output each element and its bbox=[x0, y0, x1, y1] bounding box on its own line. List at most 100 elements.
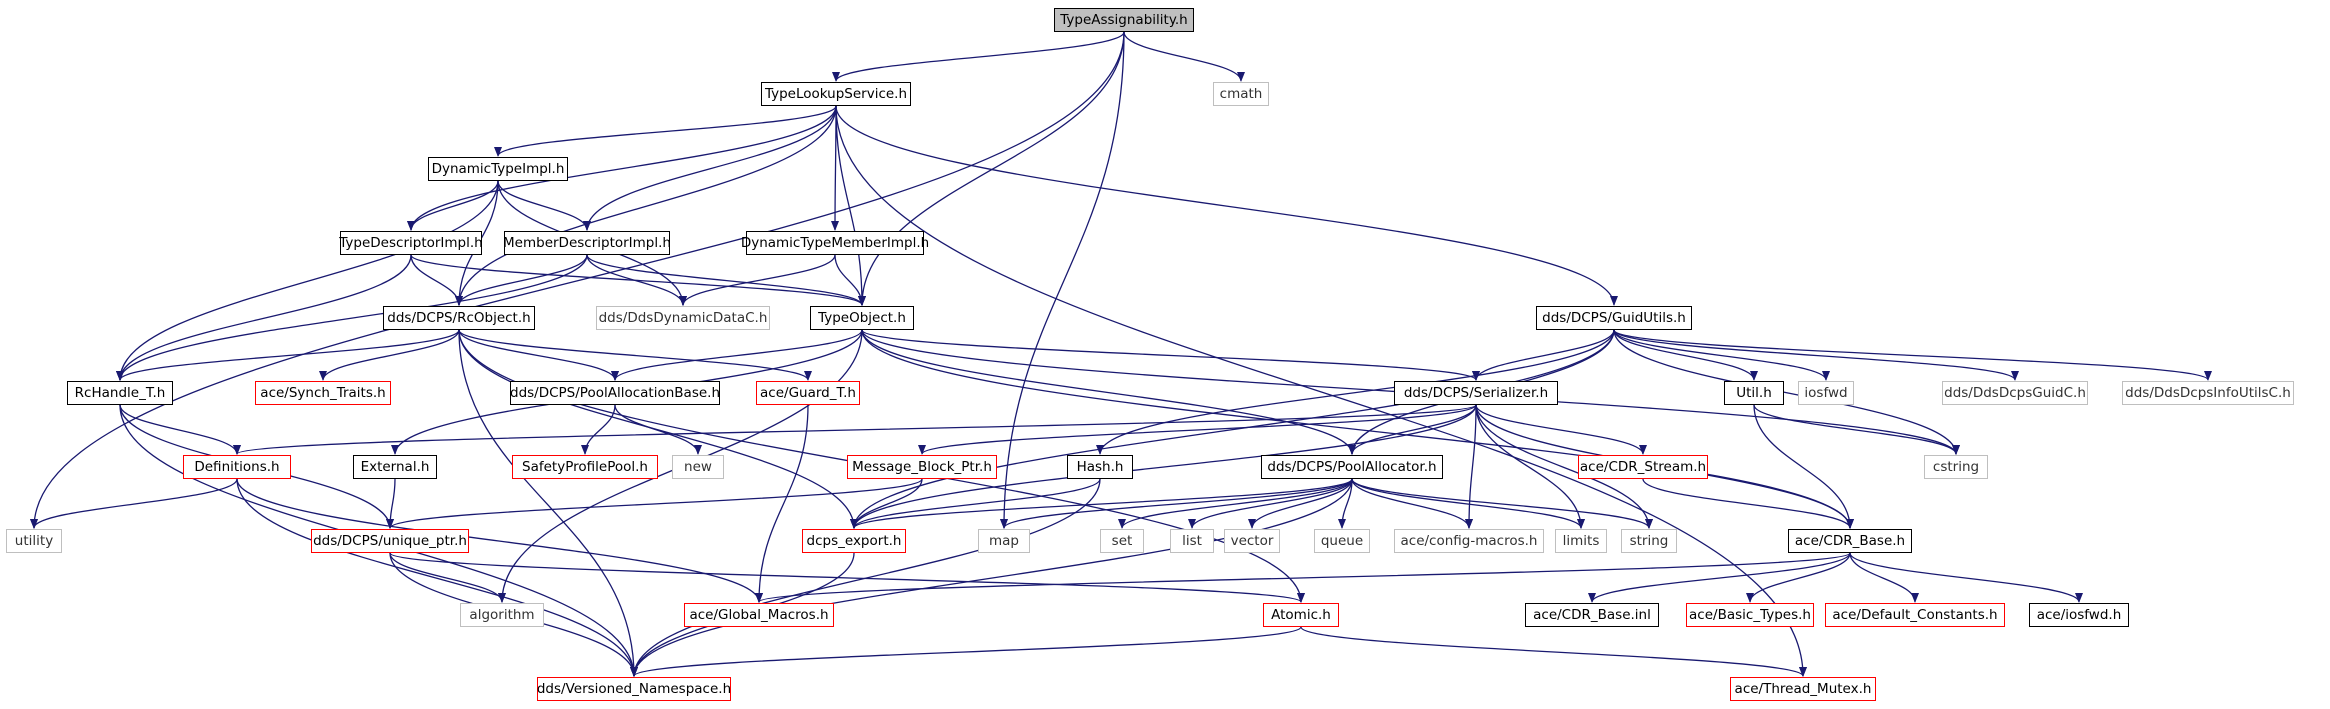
edge-serializer-to-poolallocator bbox=[1348, 404, 1477, 455]
edge-cdrstream-to-cdrbase bbox=[1642, 478, 1854, 529]
node-label: ace/CDR_Base.h bbox=[1794, 533, 1906, 549]
edge-dynamictypeimpl-to-memberdescriptorimpl bbox=[497, 180, 591, 231]
node-guardt[interactable]: ace/Guard_T.h bbox=[756, 381, 860, 405]
edge-dynamictypememberimpl-to-typeobject bbox=[834, 254, 866, 306]
node-queue: queue bbox=[1314, 529, 1370, 553]
edge-atomic-to-threadmutex bbox=[1300, 626, 1807, 677]
node-label: DynamicTypeImpl.h bbox=[431, 161, 565, 177]
edge-guidutils-to-iosfwd bbox=[1613, 329, 1830, 381]
edge-typelookupservice-to-guidutils bbox=[835, 105, 1618, 306]
node-label: limits bbox=[1562, 533, 1600, 549]
node-cdrstream[interactable]: ace/CDR_Stream.h bbox=[1578, 455, 1708, 479]
edge-cdrbase-to-aceiosfwd bbox=[1849, 552, 2083, 603]
node-externalh[interactable]: External.h bbox=[353, 455, 437, 479]
node-label: ace/Default_Constants.h bbox=[1832, 607, 1998, 623]
node-defaultconstants[interactable]: ace/Default_Constants.h bbox=[1825, 603, 2005, 627]
edge-rcobject-to-guardt bbox=[458, 329, 812, 381]
node-guidutils[interactable]: dds/DCPS/GuidUtils.h bbox=[1536, 306, 1692, 330]
edge-poolallocationbase-to-new bbox=[614, 404, 702, 455]
node-ddsdcpsinfoutilsc: dds/DdsDcpsInfoUtilsC.h bbox=[2122, 381, 2294, 405]
edge-dynamictypeimpl-to-rchandle bbox=[116, 180, 499, 381]
node-threadmutex[interactable]: ace/Thread_Mutex.h bbox=[1730, 677, 1876, 701]
node-iosfwd: iosfwd bbox=[1798, 381, 1854, 405]
node-dynamictypeimpl[interactable]: DynamicTypeImpl.h bbox=[428, 157, 568, 181]
edge-rcobject-to-versionednamespace bbox=[458, 329, 638, 677]
edge-memberdescriptorimpl-to-rcobject bbox=[455, 254, 588, 306]
node-label: ace/CDR_Base.inl bbox=[1533, 607, 1651, 623]
edge-cdrbase-to-globalmacros bbox=[755, 552, 1851, 603]
node-synchtraits[interactable]: ace/Synch_Traits.h bbox=[255, 381, 391, 405]
edge-guardt-to-globalmacros bbox=[755, 404, 809, 603]
edge-rchandle-to-definitions bbox=[119, 404, 241, 455]
node-aceiosfwd[interactable]: ace/iosfwd.h bbox=[2029, 603, 2129, 627]
node-label: Atomic.h bbox=[1271, 607, 1331, 623]
node-poolallocator[interactable]: dds/DCPS/PoolAllocator.h bbox=[1261, 455, 1443, 479]
edge-guidutils-to-dcpsexport bbox=[850, 329, 1615, 529]
node-safetyprofilepool[interactable]: SafetyProfilePool.h bbox=[512, 455, 658, 479]
edge-poolallocator-to-dcpsexport bbox=[850, 478, 1353, 529]
node-label: dds/Versioned_Namespace.h bbox=[536, 681, 732, 697]
node-label: Message_Block_Ptr.h bbox=[852, 459, 992, 475]
node-label: MemberDescriptorImpl.h bbox=[503, 235, 671, 251]
node-messageblockptr[interactable]: Message_Block_Ptr.h bbox=[847, 455, 997, 479]
node-label: ace/iosfwd.h bbox=[2036, 607, 2122, 623]
node-globalmacros[interactable]: ace/Global_Macros.h bbox=[684, 603, 834, 627]
edge-rcobject-to-poolallocationbase bbox=[458, 329, 619, 381]
node-label: utility bbox=[14, 533, 54, 549]
node-algorithm: algorithm bbox=[460, 603, 544, 627]
node-cdrbaseinl[interactable]: ace/CDR_Base.inl bbox=[1525, 603, 1659, 627]
node-label: ace/Guard_T.h bbox=[760, 385, 856, 401]
node-ddsdcpsguidc: dds/DdsDcpsGuidC.h bbox=[1942, 381, 2088, 405]
edge-uniqueptr-to-algorithm bbox=[389, 552, 506, 603]
node-label: ace/config-macros.h bbox=[1400, 533, 1538, 549]
node-label: dds/DdsDynamicDataC.h bbox=[598, 310, 768, 326]
node-map: map bbox=[978, 529, 1030, 553]
edge-guidutils-to-ddsdcpsguidc bbox=[1613, 329, 2019, 381]
node-cdrbase[interactable]: ace/CDR_Base.h bbox=[1788, 529, 1912, 553]
node-typelookupservice[interactable]: TypeLookupService.h bbox=[761, 82, 911, 106]
edge-serializer-to-dcpsexport bbox=[850, 404, 1477, 529]
node-poolallocationbase[interactable]: dds/DCPS/PoolAllocationBase.h bbox=[510, 381, 720, 405]
edge-typelookupservice-to-typedescriptorimpl bbox=[407, 105, 837, 231]
edge-poolallocator-to-set bbox=[1118, 478, 1353, 529]
node-versionednamespace[interactable]: dds/Versioned_Namespace.h bbox=[537, 677, 731, 701]
node-uniqueptr[interactable]: dds/DCPS/unique_ptr.h bbox=[311, 529, 469, 553]
node-atomic[interactable]: Atomic.h bbox=[1263, 603, 1339, 627]
node-rchandle[interactable]: RcHandle_T.h bbox=[67, 381, 173, 405]
node-hashh[interactable]: Hash.h bbox=[1067, 455, 1133, 479]
node-label: SafetyProfilePool.h bbox=[522, 459, 648, 475]
edge-atomic-to-versionednamespace bbox=[630, 626, 1302, 677]
edge-poolallocator-to-map bbox=[1000, 478, 1353, 529]
node-label: list bbox=[1182, 533, 1202, 549]
edge-serializer-to-messageblockptr bbox=[918, 404, 1477, 455]
node-utility: utility bbox=[6, 529, 62, 553]
node-basictypes[interactable]: ace/Basic_Types.h bbox=[1686, 603, 1814, 627]
node-definitions[interactable]: Definitions.h bbox=[183, 455, 291, 479]
node-label: dds/DdsDcpsInfoUtilsC.h bbox=[2125, 385, 2291, 401]
node-rcobject[interactable]: dds/DCPS/RcObject.h bbox=[383, 306, 535, 330]
node-label: ace/Basic_Types.h bbox=[1689, 607, 1811, 623]
node-label: Util.h bbox=[1736, 385, 1772, 401]
node-label: set bbox=[1111, 533, 1133, 549]
node-label: ace/CDR_Stream.h bbox=[1579, 459, 1707, 475]
edge-typelookupservice-to-rcobject bbox=[455, 105, 837, 306]
edge-poolallocator-to-limits bbox=[1351, 478, 1585, 529]
node-label: TypeLookupService.h bbox=[764, 86, 908, 102]
edge-guidutils-to-cstring bbox=[1613, 329, 1960, 455]
node-dcpsexport[interactable]: dcps_export.h bbox=[802, 529, 906, 553]
node-typedescriptorimpl[interactable]: TypeDescriptorImpl.h bbox=[339, 231, 483, 255]
edge-memberdescriptorimpl-to-rchandle bbox=[116, 254, 588, 381]
edge-typeassignability-to-typelookupservice bbox=[832, 31, 1125, 82]
node-utilh[interactable]: Util.h bbox=[1724, 381, 1784, 405]
node-serializer[interactable]: dds/DCPS/Serializer.h bbox=[1394, 381, 1558, 405]
edge-typeassignability-to-typeobject bbox=[858, 31, 1125, 306]
node-typeobject[interactable]: TypeObject.h bbox=[810, 306, 914, 330]
edge-typelookupservice-to-memberdescriptorimpl bbox=[583, 105, 837, 231]
edge-serializer-to-configmacros bbox=[1465, 404, 1477, 529]
edge-typeobject-to-poolallocator bbox=[861, 329, 1356, 455]
node-dynamictypememberimpl[interactable]: DynamicTypeMemberImpl.h bbox=[741, 231, 929, 255]
node-memberdescriptorimpl[interactable]: MemberDescriptorImpl.h bbox=[503, 231, 671, 255]
node-typeassignability[interactable]: TypeAssignability.h bbox=[1054, 8, 1194, 32]
